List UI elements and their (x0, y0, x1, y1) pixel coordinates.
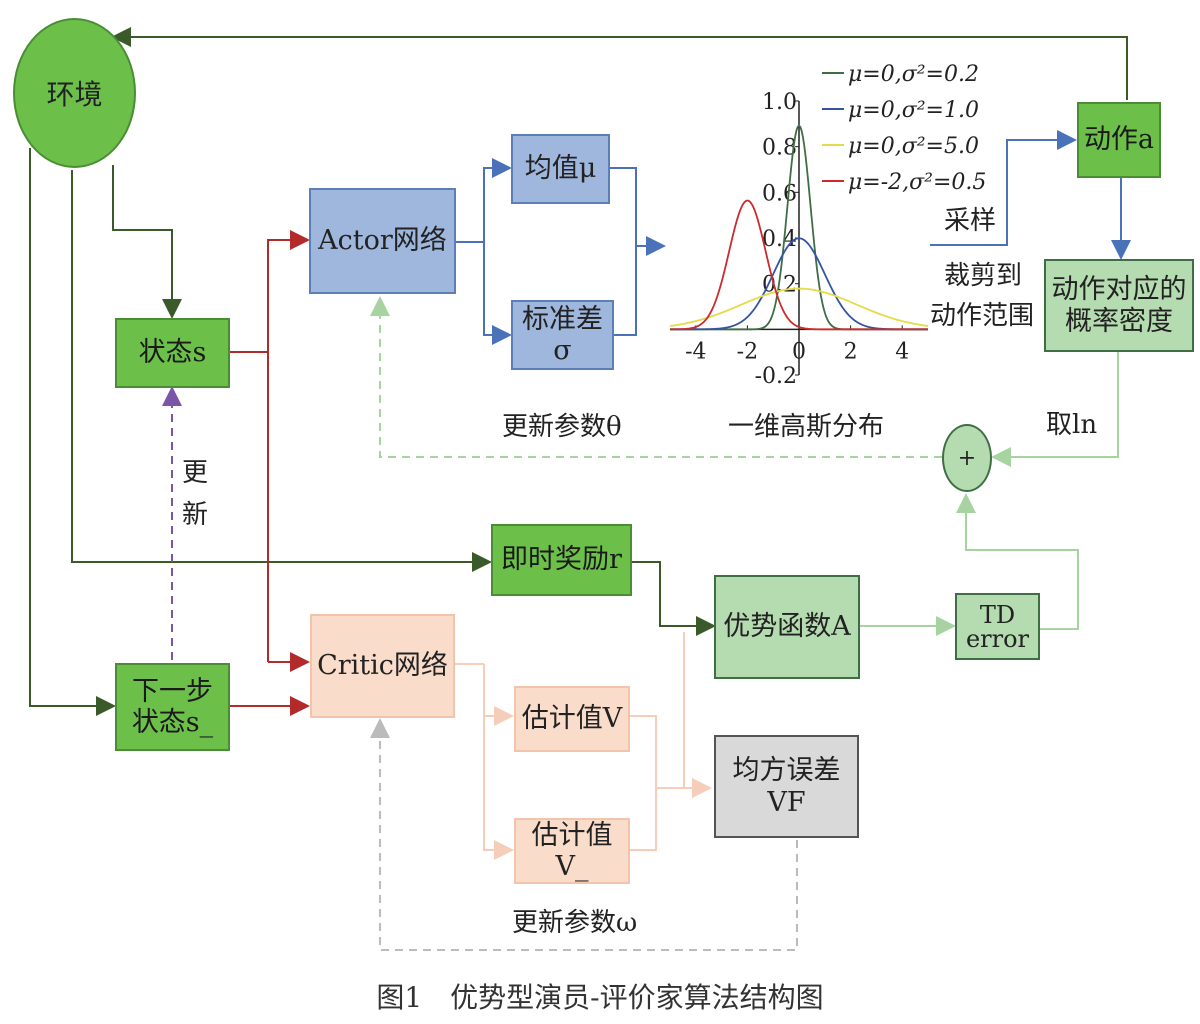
sample-label: 采样 (944, 206, 997, 236)
edge-td-to-plus (956, 493, 1079, 630)
edge-update-theta (370, 296, 942, 458)
edge-critic-to-v (483, 664, 514, 726)
edge-critic-to-v-next (483, 664, 514, 860)
value-estimate-label: 估计值V (521, 703, 623, 735)
x-tick-label: -4 (685, 339, 706, 364)
update-omega-label: 更新参数ω (512, 908, 638, 938)
value-estimate-node: 估计值V (514, 686, 630, 752)
edge-prob-to-plus (991, 352, 1119, 467)
update-label-char1: 更 (182, 458, 209, 488)
reward-node: 即时奖励r (491, 524, 632, 596)
advantage-label: 优势函数A (723, 611, 851, 643)
edge-action-to-env (111, 27, 1128, 100)
std-label: 标准差σ (522, 303, 603, 366)
update-theta-label: 更新参数θ (502, 412, 622, 442)
x-tick-label: 4 (895, 339, 909, 364)
y-tick-label: 0.8 (762, 136, 797, 161)
edge-actor-to-mean (483, 158, 512, 242)
edge-reward-to-advantage (632, 561, 716, 636)
state-node: 状态s (115, 318, 230, 388)
y-tick-label: -0.2 (755, 364, 797, 389)
legend-entry: μ=0,σ²=5.0 (848, 134, 979, 159)
actor-network-label: Actor网络 (318, 225, 447, 257)
next-state-node: 下一步 状态s_ (115, 663, 230, 751)
action-node: 动作a (1077, 102, 1161, 178)
gaussian-title: 一维高斯分布 (728, 412, 885, 442)
environment-label: 环境 (46, 78, 103, 111)
edge-mean-join (610, 167, 637, 246)
y-tick-label: 1.0 (762, 90, 797, 115)
reward-label: 即时奖励r (501, 544, 622, 576)
next-state-label-line2: 状态s_ (131, 707, 214, 738)
edge-env-to-reward (71, 170, 492, 572)
figure-caption: 图1 优势型演员-评价家算法结构图 (376, 981, 824, 1014)
mse-label: 均方误差VF (732, 755, 841, 818)
legend-entry: μ=-2,σ²=0.5 (848, 170, 986, 195)
edge-sample-to-action (930, 130, 1077, 246)
x-tick-label: 0 (792, 339, 806, 364)
y-tick-label: 0.6 (762, 181, 797, 206)
update-label-char2: 新 (182, 500, 209, 530)
probability-density-line1: 动作对应的 (1051, 274, 1187, 306)
gaussian-curve-4 (669, 199, 928, 331)
td-error-line2: error (965, 624, 1030, 653)
mse-node: 均方误差VF (714, 735, 859, 838)
td-error-line1: TD (979, 600, 1016, 629)
legend-entry: μ=0,σ²=0.2 (848, 62, 979, 87)
actor-network-node: Actor网络 (309, 188, 456, 294)
legend-entry: μ=0,σ²=1.0 (848, 98, 979, 123)
edge-env-to-state (112, 165, 182, 319)
next-state-label-line1: 下一步 (132, 675, 213, 707)
edge-v-join (630, 715, 657, 788)
probability-density-line2: 概率密度 (1065, 305, 1173, 337)
action-label: 动作a (1083, 124, 1155, 156)
next-value-estimate-node: 估计值V_ (514, 818, 630, 884)
y-tick-label: 0.4 (762, 227, 797, 252)
edge-v-next-join (630, 788, 657, 851)
mean-node: 均值μ (511, 134, 610, 204)
clip-label-line1: 裁剪到 (944, 261, 1023, 291)
edge-actor-to-std (483, 242, 512, 345)
edge-env-to-next-state (29, 148, 116, 716)
probability-density-node: 动作对应的 概率密度 (1044, 259, 1194, 352)
gaussian-curve-3 (669, 287, 929, 327)
plus-sign: + (957, 445, 977, 471)
x-tick-label: -2 (737, 339, 758, 364)
std-node: 标准差σ (511, 300, 614, 370)
td-error-node: TD error (955, 593, 1040, 660)
clip-label-line2: 动作范围 (930, 301, 1035, 331)
critic-network-node: Critic网络 (310, 614, 455, 718)
take-ln-label: 取ln (1046, 410, 1098, 440)
x-tick-label: 2 (844, 339, 858, 364)
mean-label: 均值μ (524, 153, 597, 185)
edge-std-join (614, 246, 637, 336)
advantage-node: 优势函数A (714, 575, 860, 679)
edge-state-to-actor (267, 230, 310, 662)
critic-network-label: Critic网络 (317, 650, 448, 682)
sum-node: + (942, 424, 992, 492)
environment-node: 环境 (13, 18, 136, 168)
state-label: 状态s (138, 337, 207, 369)
next-value-estimate-label: 估计值V_ (531, 819, 613, 882)
